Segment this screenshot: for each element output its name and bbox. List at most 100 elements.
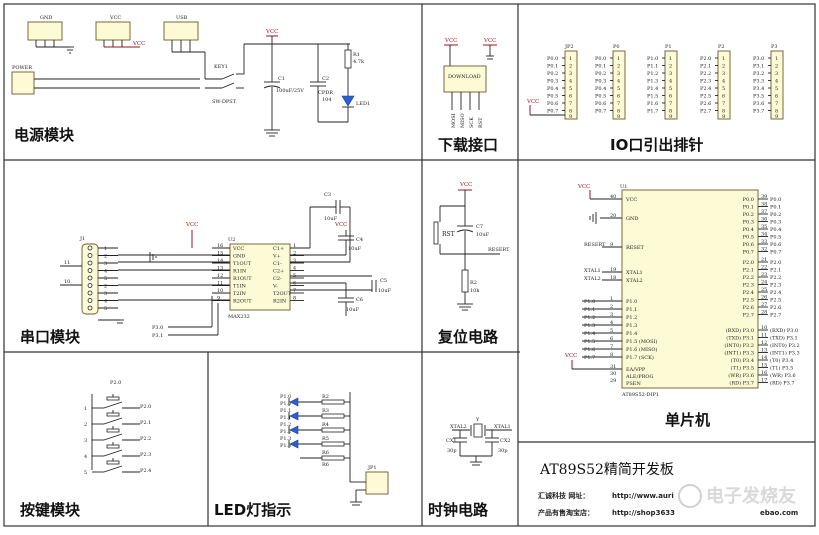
c3-ref: C3: [324, 192, 331, 198]
io-header-jp2-label: JP2: [564, 44, 574, 50]
db9-pin-number: 4: [104, 269, 107, 275]
mcu-ctrl-pin: EA/VPP: [626, 367, 646, 373]
db9-pin: [87, 253, 93, 258]
cx2-ref: CX2: [500, 438, 511, 444]
mcu-right-pin: P2.5: [743, 298, 754, 304]
mcu-right-net: P0.4: [770, 227, 781, 233]
max232-left-pin: R1OUT: [233, 276, 252, 282]
clock-xtal1: XTAL1: [494, 424, 511, 430]
max232-left-pin: R2OUT: [233, 299, 252, 305]
mcu-right-pin: P0.0: [743, 197, 754, 203]
mcu-right-num: 10: [761, 325, 767, 331]
io-pin-number: 9: [617, 114, 620, 120]
mcu-right-pin: P0.6: [743, 242, 754, 248]
mcu-p1-net: P1.3: [584, 323, 595, 329]
io-pin-label: P0.7: [547, 109, 558, 115]
io-pin-number: 4: [669, 79, 672, 85]
io-pin-label: P1.1: [647, 64, 658, 70]
io-header-p0-label: P0: [613, 44, 620, 50]
mcu-ea-vcc: VCC: [564, 353, 577, 359]
io-pin-number: 6: [775, 94, 778, 100]
io-pin-number: 4: [722, 79, 725, 85]
mcu-p1-pin: P1.6 (MISO): [626, 346, 657, 353]
mcu-p1-pin: P1.5 (MOSI): [626, 338, 657, 345]
led-resistor-ref: R4: [322, 422, 329, 428]
led-net-label: P1.3: [280, 443, 291, 449]
led-resistor-ref: R5: [322, 436, 329, 442]
shop-url: http://shop3633: [612, 509, 675, 517]
mcu-right-pin: P2.7: [743, 313, 754, 319]
vcc-header-label: VCC: [109, 15, 121, 21]
io-header-p1: [664, 50, 678, 120]
reset-net: RESERT: [488, 247, 510, 253]
io-pin-number: 2: [669, 64, 672, 70]
io-pin-label: P0.0: [595, 56, 606, 62]
io-header-p3-label: P3: [771, 44, 778, 50]
c1-value: 100uF/25V: [276, 88, 304, 94]
mcu-right-pin: P0.1: [743, 205, 754, 211]
io-pin-number: 9: [722, 114, 725, 120]
io-pin-number: 3: [617, 71, 620, 77]
mcu-ctrl-pin: ALE/PROG: [625, 374, 654, 380]
io-pin-label: P3.1: [753, 64, 764, 70]
db9-pin-number: 2: [104, 254, 107, 260]
mcu-right-num: 23: [761, 272, 767, 278]
section-borders: [3, 3, 816, 527]
serial-net-p31: P3.1: [152, 333, 163, 339]
max232-right-pin: V-: [272, 284, 278, 290]
mcu-p1-net: P1.5: [584, 339, 595, 345]
io-pin-number: 1: [722, 56, 725, 62]
io-pin-label: P1.2: [647, 71, 658, 77]
download-pin-rst: RST: [478, 117, 484, 128]
io-pin-number: 3: [569, 71, 572, 77]
io-pin-number: 5: [617, 86, 620, 92]
io-pin-label: P0.2: [547, 71, 558, 77]
key-net-label: P2.0: [140, 404, 151, 410]
io-vcc: VCC: [526, 99, 539, 105]
db9-pin-number: 5: [104, 306, 107, 312]
mcu-pin-xtal2: XTAL2: [626, 278, 643, 284]
mcu-right-net: P2.4: [770, 290, 781, 296]
module-title-mcu: 单片机: [665, 411, 710, 429]
jp1-ref: JP1: [367, 465, 377, 471]
mcu-pin-reset: RESET: [626, 245, 644, 251]
io-pin-number: 6: [617, 94, 620, 100]
company-url: http://www.auri: [612, 492, 674, 500]
keys-net-top: P2.0: [110, 380, 121, 386]
cx1-ref: CX1: [446, 438, 457, 444]
mcu-p1-pin: P1.2: [626, 315, 637, 321]
io-pin-label: P2.3: [700, 79, 711, 85]
module-title-power: 电源模块: [14, 126, 75, 144]
c5-value: 10uF: [378, 288, 392, 294]
watermark-text: 电子发烧友: [706, 485, 796, 507]
serial-net-p30: P3.0: [152, 325, 163, 331]
io-pin-label: P3.7: [753, 109, 764, 115]
io-header-p0: [612, 50, 626, 120]
mcu-right-net: P0.7: [770, 250, 781, 256]
key1-label: KEY1: [214, 64, 228, 70]
led-resistor-ref: R6: [322, 450, 329, 456]
max232-ref: U2: [228, 237, 235, 243]
vcc-header: [95, 21, 131, 41]
gnd-header: [27, 21, 63, 41]
mcu-right-num: 32: [761, 247, 767, 253]
io-pin-label: P0.3: [595, 79, 606, 85]
mcu-p1-num: 4: [610, 320, 613, 326]
serial-vcc: VCC: [185, 222, 198, 228]
c2-ref: C2: [322, 76, 329, 82]
mcu-p1-net: P1.7: [584, 355, 595, 361]
io-pin-number: 2: [722, 64, 725, 70]
mcu-ctrl-num: 31: [610, 364, 616, 370]
mcu-right-pin: (RXD) P3.0: [726, 327, 754, 334]
key-net-label: P2.1: [140, 420, 151, 426]
io-pin-number: 6: [569, 94, 572, 100]
io-pin-number: 7: [569, 101, 572, 107]
mcu-p1-net: P1.6: [584, 347, 595, 353]
c5-ref: C5: [380, 278, 387, 284]
max232-left-num: 12: [217, 273, 223, 279]
mcu-p1-num: 6: [610, 336, 613, 342]
io-pin-label: P0.4: [547, 86, 558, 92]
db9-pin-number: 4: [104, 299, 107, 305]
mcu-pin-vcc: VCC: [625, 197, 637, 203]
io-pin-label: P2.5: [700, 94, 711, 100]
